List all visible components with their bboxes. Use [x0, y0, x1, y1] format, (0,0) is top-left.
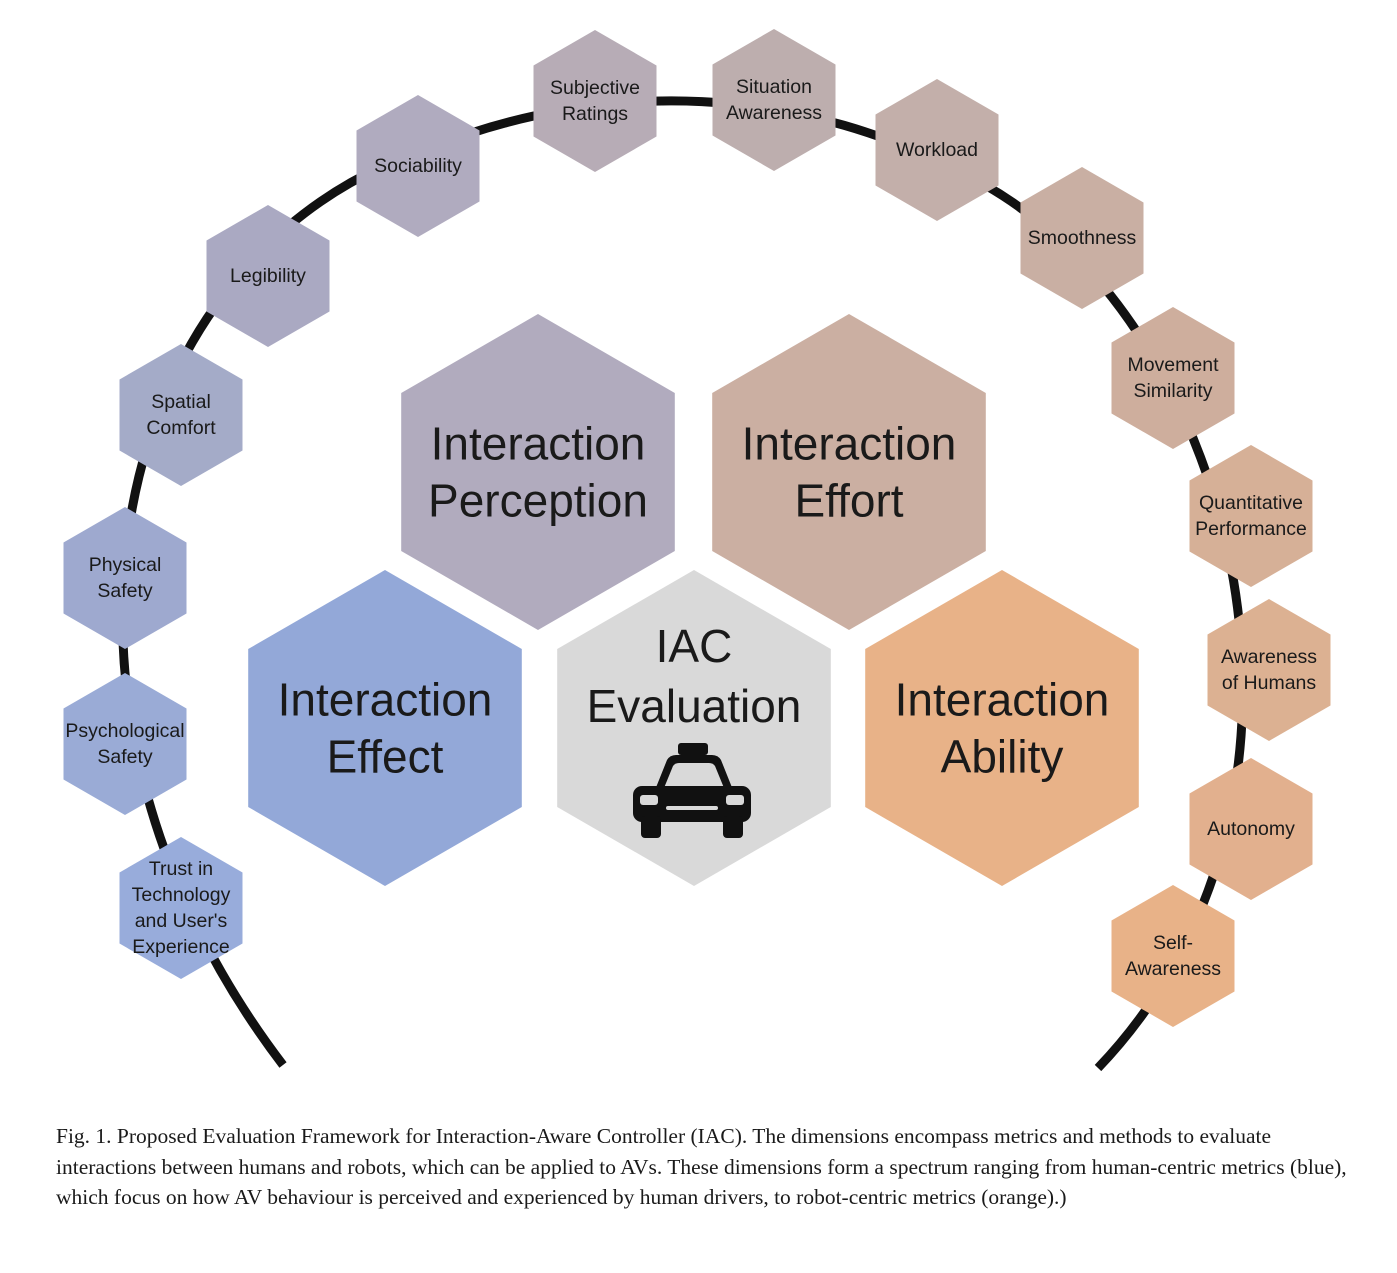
metric-hexagon: [119, 837, 243, 979]
dimension-label: Effect: [327, 731, 444, 783]
center-hexagon: [557, 570, 831, 886]
dimension-label: Perception: [428, 475, 648, 527]
metric-label: Workload: [896, 139, 978, 161]
metric-label: Spatial: [151, 391, 211, 413]
metric-label: Technology: [132, 884, 231, 906]
figure-caption: Fig. 1. Proposed Evaluation Framework fo…: [56, 1124, 1347, 1209]
metric-legibility: Legibility: [206, 205, 330, 347]
metric-hexagon: [1020, 167, 1144, 309]
metric-label: Awareness: [1221, 646, 1317, 668]
dimension-label: Interaction: [431, 418, 646, 470]
metric-hexagon: [1189, 758, 1313, 900]
metric-label: Experience: [132, 936, 230, 958]
metric-label: Movement: [1127, 354, 1219, 376]
dimension-label: Interaction: [742, 418, 957, 470]
metric-label: Ratings: [562, 103, 628, 125]
metric-hexagon: [1207, 599, 1331, 741]
metric-label: Self-: [1153, 932, 1193, 954]
metric-label: Quantitative: [1199, 492, 1303, 514]
metric-label: Safety: [97, 746, 153, 768]
metric-label: Similarity: [1133, 380, 1212, 402]
metric-hexagon: [356, 95, 480, 237]
dimension-hexagon: [865, 570, 1139, 886]
dimension-label: Interaction: [278, 674, 493, 726]
evaluation-framework-diagram: InteractionPerceptionInteractionEffortIn…: [63, 29, 1331, 1072]
dimension-hexagons: InteractionPerceptionInteractionEffortIn…: [248, 314, 1139, 886]
dimension-hexagon: [248, 570, 522, 886]
metric-hexagon: [875, 79, 999, 221]
metric-hexagon: [1111, 307, 1235, 449]
metric-hexagon: [712, 29, 836, 171]
metric-hexagon: [1111, 885, 1235, 1027]
metric-self-awareness: Self- Awareness: [1111, 885, 1235, 1027]
metric-hexagon: [533, 30, 657, 172]
metric-awareness-of-humans: Awareness of Humans: [1207, 599, 1331, 741]
dimension-hexagon: [712, 314, 986, 630]
metric-hexagon: [63, 507, 187, 649]
metric-autonomy: Autonomy: [1189, 758, 1313, 900]
metric-label: Sociability: [374, 155, 462, 177]
metric-hexagon: [63, 673, 187, 815]
metric-label: and User's: [135, 910, 228, 932]
metric-label: Trust in: [149, 858, 213, 880]
dimension-label: Ability: [941, 731, 1064, 783]
center-label: IAC: [656, 620, 733, 672]
metric-label: Performance: [1195, 518, 1307, 540]
dimension-label: Effort: [794, 475, 903, 527]
metric-hexagon: [119, 344, 243, 486]
metric-hexagon: [1189, 445, 1313, 587]
metric-hexagon: [206, 205, 330, 347]
metric-label: Subjective: [550, 77, 640, 99]
metric-sociability: Sociability: [356, 95, 480, 237]
metric-label: Smoothness: [1028, 227, 1137, 249]
metric-label: of Humans: [1222, 672, 1317, 694]
taxi-icon: [633, 743, 751, 838]
metric-label: Comfort: [146, 417, 216, 439]
metric-label: Safety: [97, 580, 153, 602]
metric-label: Legibility: [230, 265, 306, 287]
metric-workload: Workload: [875, 79, 999, 221]
center-label: Evaluation: [587, 680, 802, 732]
metric-label: Psychological: [65, 720, 184, 742]
metric-smoothness: Smoothness: [1020, 167, 1144, 309]
dimension-hexagon: [401, 314, 675, 630]
metric-label: Situation: [736, 76, 812, 98]
metric-label: Awareness: [726, 102, 822, 124]
center-iac-evaluation: IAC Evaluation: [557, 570, 831, 886]
metric-label: Physical: [89, 554, 162, 576]
metric-label: Awareness: [1125, 958, 1221, 980]
metric-label: Autonomy: [1207, 818, 1295, 840]
dimension-label: Interaction: [895, 674, 1110, 726]
